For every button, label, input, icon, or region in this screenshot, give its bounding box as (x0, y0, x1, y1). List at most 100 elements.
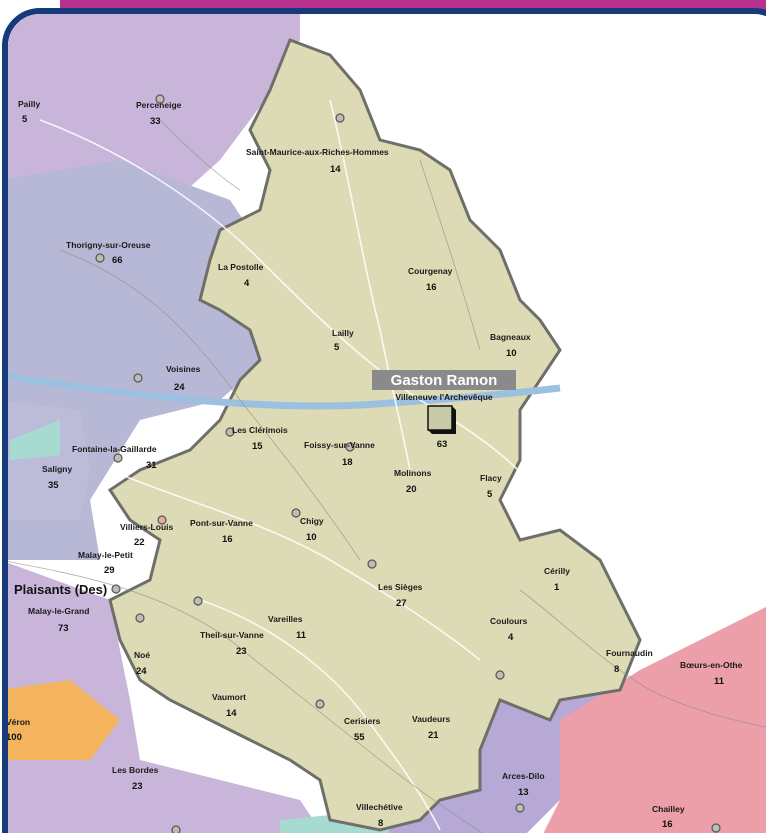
commune-name: Perceneige (136, 100, 182, 110)
commune-value: 10 (506, 348, 517, 359)
commune-value: 8 (614, 664, 619, 675)
region-teal-patch (10, 420, 60, 460)
railway (8, 561, 483, 833)
town-marker (225, 427, 235, 437)
commune-value: 24 (174, 382, 185, 393)
commune-name: Arces-Dilo (502, 771, 545, 781)
commune-value: 5 (334, 342, 340, 353)
commune-value: 11 (714, 676, 725, 687)
commune-name: Plaisants (Des) (14, 582, 107, 597)
commune-value: 18 (342, 457, 353, 468)
commune-name: Chigy (300, 516, 324, 526)
commune-value: 22 (134, 537, 145, 548)
commune-value: 15 (252, 441, 263, 452)
commune-value: 1 (554, 582, 560, 593)
town-markers (95, 94, 721, 833)
highlight-value: 63 (437, 439, 448, 450)
town-marker (515, 803, 525, 813)
commune-name: Saligny (42, 464, 73, 474)
commune-name: Malay-le-Grand (28, 606, 89, 616)
commune-value: 4 (244, 278, 250, 289)
commune-value: 35 (48, 480, 59, 491)
river (8, 372, 561, 410)
commune-value: 5 (487, 489, 493, 500)
commune-name: Noé (134, 650, 150, 660)
commune-name: Les Bordes (112, 765, 159, 775)
commune-value: 23 (132, 781, 143, 792)
region-south-west (8, 562, 322, 833)
commune-name: Fournaudin (606, 648, 653, 658)
commune-value: 73 (58, 623, 69, 634)
commune-name: Véron (6, 717, 30, 727)
commune-value: 5 (22, 114, 28, 125)
commune-name: Fontaine-la-Gaillarde (72, 444, 157, 454)
commune-name: Bœurs-en-Othe (680, 660, 743, 670)
town-marker (345, 442, 355, 452)
town-marker (711, 823, 721, 833)
chef-lieu-shadow (428, 406, 456, 434)
road (39, 119, 561, 521)
commune-name: Villiers-Louis (120, 522, 173, 532)
commune-value: 23 (236, 646, 247, 657)
highlight-name: Gaston Ramon (391, 372, 498, 389)
town-marker (335, 113, 345, 123)
commune-name: Bagneaux (490, 332, 531, 342)
town-marker (315, 699, 325, 709)
highlight-box (372, 370, 516, 390)
commune-name: Cérilly (544, 566, 570, 576)
commune-name: Vareilles (268, 614, 303, 624)
town-marker (291, 508, 301, 518)
commune-value: 100 (6, 732, 22, 743)
commune-name: Lailly (332, 328, 354, 338)
region-west-lower (8, 401, 90, 520)
commune-name: Les Sièges (378, 582, 423, 592)
town-marker (193, 596, 203, 606)
commune-value: 16 (662, 819, 673, 830)
road (519, 589, 766, 728)
commune-name: Vaumort (212, 692, 246, 702)
chef-lieu-marker (427, 405, 453, 431)
commune-name: Saint-Maurice-aux-Riches-Hommes (246, 147, 389, 157)
road (159, 119, 241, 191)
commune-name: La Postolle (218, 262, 264, 272)
town-marker (133, 373, 143, 383)
road (419, 159, 481, 351)
commune-value: 27 (396, 598, 407, 609)
commune-name: Molinons (394, 468, 432, 478)
road (329, 99, 411, 471)
commune-name: Foissy-sur-Vanne (304, 440, 375, 450)
commune-name: Courgenay (408, 266, 453, 276)
commune-value: 20 (406, 484, 417, 495)
commune-name: Pont-sur-Vanne (190, 518, 253, 528)
commune-value: 31 (146, 460, 157, 471)
region-pink (543, 607, 766, 833)
commune-value: 33 (150, 116, 161, 127)
highlight-town: Villeneuve l'Archevêque (395, 392, 493, 402)
commune-value: 14 (226, 708, 237, 719)
commune-name: Vaudeurs (412, 714, 451, 724)
commune-value: 24 (136, 666, 147, 677)
canton-map: Gaston Ramon Villeneuve l'Archevêque 63 … (6, 14, 766, 833)
commune-value: 55 (354, 732, 365, 743)
town-marker (495, 670, 505, 680)
road (199, 599, 441, 831)
commune-value: 29 (104, 565, 115, 576)
commune-name: Flacy (480, 473, 502, 483)
commune-value: 10 (306, 532, 317, 543)
canton-area (107, 38, 642, 832)
commune-value: 11 (296, 630, 307, 641)
commune-name: Voisines (166, 364, 201, 374)
commune-value: 4 (508, 632, 514, 643)
commune-name: Pailly (18, 99, 40, 109)
commune-name: Thorigny-sur-Oreuse (66, 240, 151, 250)
town-marker (367, 559, 377, 569)
commune-value: 8 (378, 818, 383, 829)
commune-value: 13 (518, 787, 529, 798)
commune-value: 16 (222, 534, 233, 545)
road (59, 249, 361, 561)
town-marker (113, 453, 123, 463)
commune-value: 16 (426, 282, 437, 293)
town-marker (157, 515, 167, 525)
commune-name: Les Clérimois (232, 425, 288, 435)
